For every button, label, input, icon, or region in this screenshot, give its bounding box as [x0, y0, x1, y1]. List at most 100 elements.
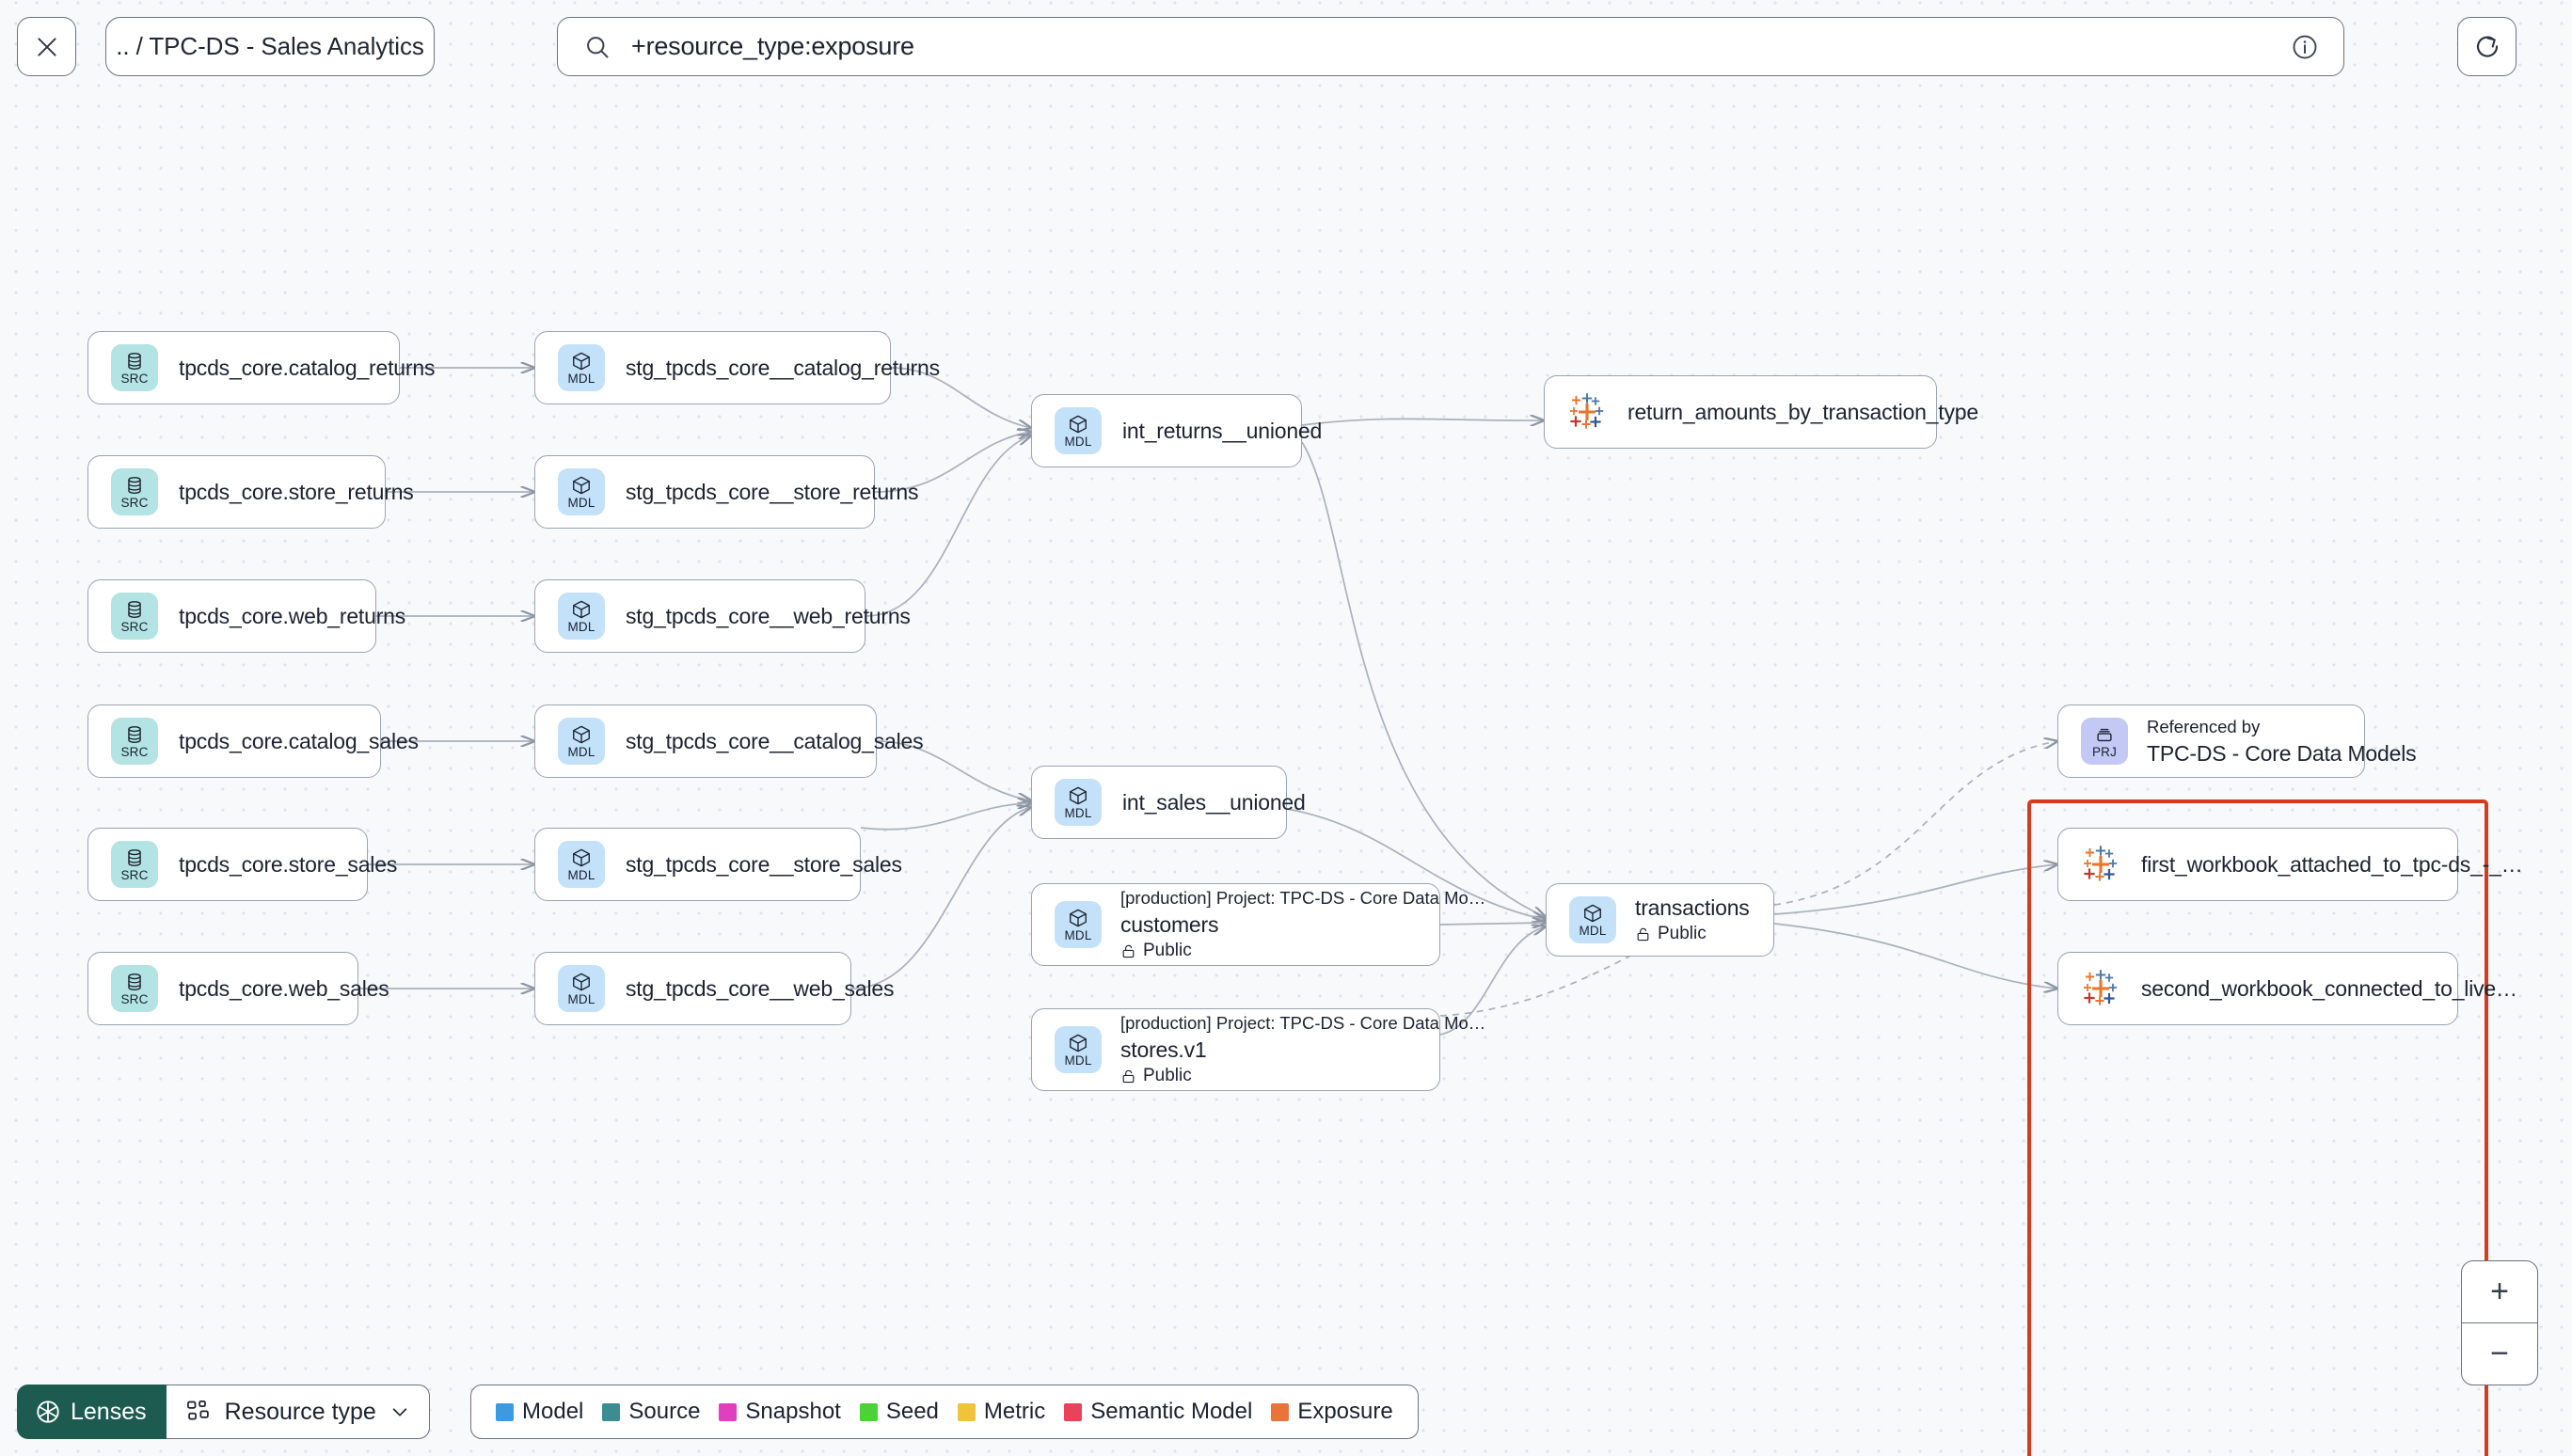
cube-icon — [573, 725, 590, 744]
database-icon — [128, 477, 141, 494]
legend-swatch — [719, 1402, 738, 1421]
search-icon — [587, 36, 609, 57]
tableau-icon — [1570, 393, 1604, 429]
node-label: first_workbook_attached_to_tpc-ds_-_… — [2141, 851, 2523, 877]
node-label: tpcds_core.store_returns — [179, 479, 414, 504]
refresh-button[interactable] — [2457, 17, 2516, 76]
source-node[interactable]: SRC tpcds_core.store_returns — [87, 455, 414, 529]
chevron-down-icon — [392, 1408, 407, 1416]
source-node[interactable]: SRC tpcds_core.catalog_returns — [87, 331, 435, 404]
aperture-icon — [37, 1401, 59, 1423]
legend-item[interactable]: Source — [602, 1399, 700, 1425]
node-label: stg_tpcds_core__web_sales — [626, 975, 895, 1001]
zoom-in-button[interactable]: + — [2462, 1261, 2537, 1323]
source-node[interactable]: SRC tpcds_core.web_returns — [87, 579, 405, 653]
node-type-badge-src: SRC — [111, 718, 158, 765]
bottom-toolbar: Lenses Resource type Model Source — [0, 1366, 2572, 1456]
model-node-transactions[interactable]: MDL transactions Public — [1546, 883, 1774, 957]
database-icon — [128, 973, 141, 990]
node-label: int_returns__unioned — [1122, 418, 1323, 443]
model-node[interactable]: MDL stg_tpcds_core__web_sales — [534, 952, 894, 1025]
node-type-badge-mdl: MDL — [558, 841, 605, 888]
database-icon — [128, 726, 141, 743]
node-label: stg_tpcds_core__catalog_sales — [626, 728, 924, 753]
model-node[interactable]: MDL int_returns__unioned — [1031, 394, 1322, 467]
legend-item[interactable]: Metric — [957, 1399, 1046, 1425]
node-type-badge-mdl: MDL — [1055, 901, 1102, 948]
node-label: transactions — [1635, 895, 1750, 920]
tableau-icon — [2084, 970, 2118, 1005]
database-icon — [128, 849, 141, 866]
node-visibility: Public — [1120, 1064, 1485, 1088]
legend-item[interactable]: Exposure — [1271, 1399, 1393, 1425]
resource-type-label: Resource type — [224, 1398, 376, 1425]
project-name: TPC-DS - Core Data Models — [2147, 741, 2417, 766]
info-icon[interactable] — [2291, 33, 2319, 61]
tableau-icon — [2084, 846, 2118, 881]
node-type-badge-src: SRC — [111, 593, 158, 640]
legend-item[interactable]: Seed — [859, 1399, 939, 1425]
exposure-node[interactable]: second_workbook_connected_to_live… — [2057, 952, 2517, 1025]
model-node[interactable]: MDL stg_tpcds_core__catalog_sales — [534, 704, 924, 778]
legend-label: Metric — [983, 1399, 1046, 1424]
node-type-badge-src: SRC — [111, 965, 158, 1012]
source-node[interactable]: SRC tpcds_core.catalog_sales — [87, 704, 419, 778]
search-bar[interactable]: +resource_type:exposure — [557, 17, 2344, 76]
breadcrumb[interactable]: .. / TPC-DS - Sales Analytics — [105, 17, 435, 76]
legend-swatch — [1064, 1402, 1083, 1421]
cube-icon — [573, 600, 590, 619]
node-project-label: [production] Project: TPC-DS - Core Data… — [1120, 1013, 1486, 1033]
model-node[interactable]: MDL stg_tpcds_core__store_sales — [534, 828, 902, 901]
search-input[interactable]: +resource_type:exposure — [631, 32, 914, 60]
node-visibility: Public — [1120, 939, 1485, 963]
model-node-detailed[interactable]: MDL [production] Project: TPC-DS - Core … — [1031, 883, 1485, 966]
legend-item[interactable]: Snapshot — [719, 1399, 841, 1425]
legend-label: Source — [628, 1399, 701, 1424]
resource-type-dropdown[interactable]: Resource type — [166, 1385, 430, 1439]
model-node-detailed[interactable]: MDL [production] Project: TPC-DS - Core … — [1031, 1008, 1485, 1091]
node-type-badge-mdl: MDL — [1055, 779, 1102, 826]
model-node[interactable]: MDL int_sales__unioned — [1031, 766, 1306, 839]
legend-item[interactable]: Semantic Model — [1064, 1399, 1252, 1425]
unlock-icon — [1637, 927, 1649, 941]
cube-icon — [1070, 1034, 1087, 1052]
exposure-node[interactable]: first_workbook_attached_to_tpc-ds_-_… — [2057, 828, 2523, 901]
node-type-badge-prj: PRJ — [2081, 718, 2128, 765]
unlock-icon — [1122, 1069, 1135, 1083]
node-label: stg_tpcds_core__web_returns — [626, 603, 911, 628]
cube-icon — [573, 848, 590, 867]
node-type-badge-mdl: MDL — [558, 468, 605, 515]
legend-swatch — [496, 1402, 514, 1421]
cube-icon — [1584, 904, 1601, 923]
exposure-node[interactable]: return_amounts_by_transaction_type — [1544, 375, 1978, 449]
node-type-badge-mdl: MDL — [558, 593, 605, 640]
project-node[interactable]: PRJ Referenced by TPC-DS - Core Data Mod… — [2057, 704, 2417, 778]
node-label: stg_tpcds_core__store_sales — [626, 851, 902, 877]
zoom-out-button[interactable]: − — [2490, 1336, 2509, 1371]
lenses-button[interactable]: Lenses — [17, 1385, 167, 1439]
model-node[interactable]: MDL stg_tpcds_core__catalog_returns — [534, 331, 940, 404]
model-node[interactable]: MDL stg_tpcds_core__web_returns — [534, 579, 911, 653]
database-icon — [128, 601, 141, 618]
nodes-icon — [186, 1401, 209, 1420]
legend-item[interactable]: Model — [496, 1399, 583, 1425]
database-icon — [128, 353, 141, 370]
legend-label: Model — [522, 1399, 584, 1424]
node-type-badge-src: SRC — [111, 841, 158, 888]
project-icon — [2097, 728, 2112, 742]
source-node[interactable]: SRC tpcds_core.store_sales — [87, 828, 397, 901]
lens-group: Lenses Resource type — [17, 1385, 430, 1439]
lenses-label: Lenses — [71, 1398, 147, 1425]
close-button[interactable] — [17, 17, 76, 76]
source-node[interactable]: SRC tpcds_core.web_sales — [87, 952, 389, 1025]
cube-icon — [573, 476, 590, 495]
node-type-badge-mdl: MDL — [558, 965, 605, 1012]
legend-swatch — [957, 1402, 976, 1421]
zoom-controls[interactable]: + − — [2461, 1260, 2538, 1385]
model-node[interactable]: MDL stg_tpcds_core__store_returns — [534, 455, 918, 529]
node-project-label: [production] Project: TPC-DS - Core Data… — [1120, 888, 1486, 908]
node-label: tpcds_core.catalog_sales — [179, 728, 419, 753]
node-label: stg_tpcds_core__store_returns — [626, 479, 919, 504]
